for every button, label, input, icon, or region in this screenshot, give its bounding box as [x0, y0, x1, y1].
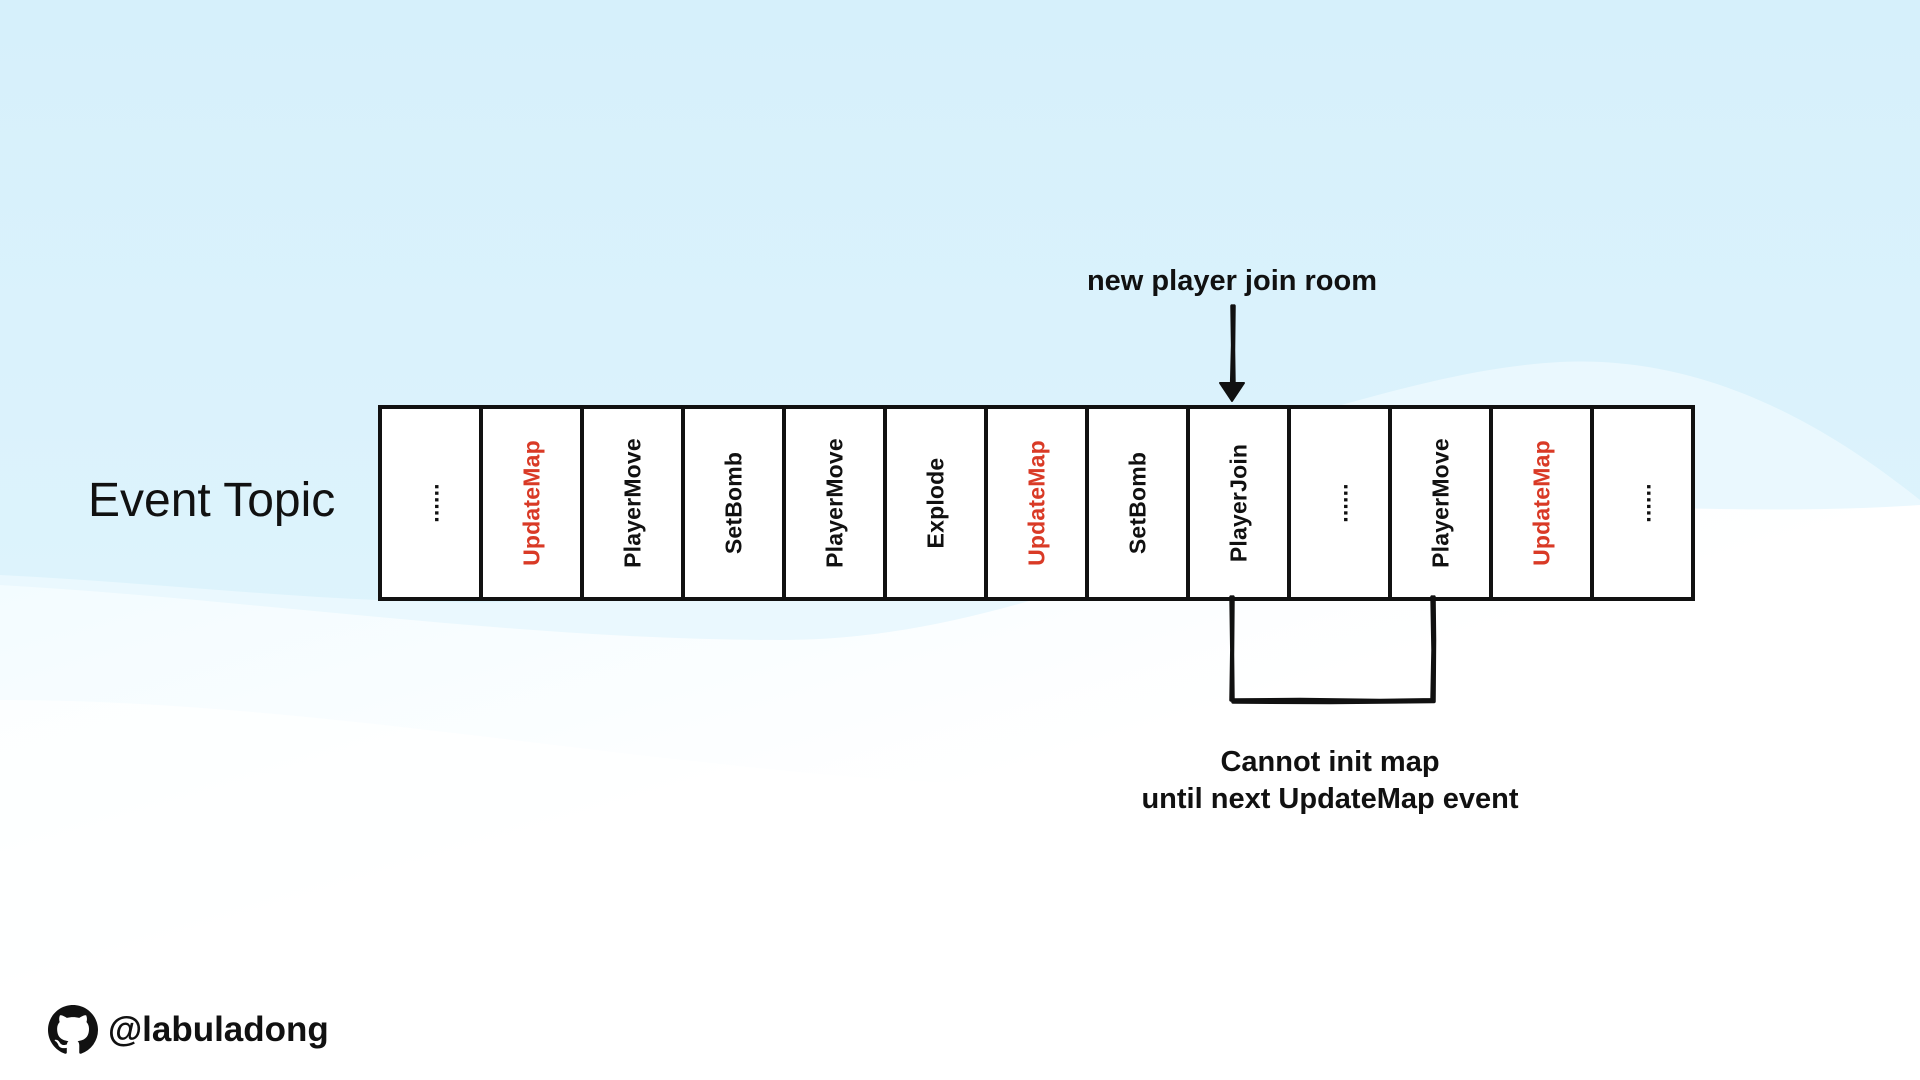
cell-label: Explode: [922, 457, 948, 549]
event-queue: ...... UpdateMap PlayerMove SetBomb Play…: [378, 405, 1695, 601]
queue-cell: UpdateMap: [483, 409, 584, 597]
author-credit: @labuladong: [48, 1005, 329, 1055]
queue-cell: PlayerMove: [584, 409, 685, 597]
cell-label: UpdateMap: [1023, 440, 1049, 566]
cell-label: UpdateMap: [518, 440, 544, 566]
cell-label: ......: [1629, 483, 1655, 523]
github-icon: [48, 1005, 98, 1054]
cell-label: PlayerMove: [1427, 438, 1453, 568]
queue-cell: ......: [1594, 409, 1691, 597]
queue-cell: UpdateMap: [1493, 409, 1594, 597]
cell-label: ......: [1326, 483, 1352, 523]
queue-cell: UpdateMap: [988, 409, 1089, 597]
author-handle: @labuladong: [108, 1010, 329, 1049]
cell-label: SetBomb: [1124, 451, 1150, 555]
queue-cell: PlayerJoin: [1190, 409, 1291, 597]
cell-label: UpdateMap: [1528, 440, 1554, 566]
queue-cell: Explode: [887, 409, 988, 597]
topic-label: Event Topic: [88, 474, 336, 527]
queue-cell: PlayerMove: [786, 409, 887, 597]
cell-label: SetBomb: [720, 451, 746, 555]
queue-cell: ......: [382, 409, 483, 597]
cell-label: ......: [417, 483, 443, 523]
wait-annotation: Cannot init map until next UpdateMap eve…: [1080, 744, 1580, 818]
cell-label: PlayerMove: [619, 438, 645, 568]
cell-label: PlayerJoin: [1225, 443, 1251, 563]
join-annotation: new player join room: [1086, 265, 1378, 297]
cell-label: PlayerMove: [821, 438, 847, 568]
queue-cell: PlayerMove: [1392, 409, 1493, 597]
queue-cell: SetBomb: [1089, 409, 1190, 597]
queue-cell: SetBomb: [685, 409, 786, 597]
wait-annotation-line-2: until next UpdateMap event: [1141, 783, 1519, 815]
wait-annotation-line-1: Cannot init map: [1220, 746, 1440, 778]
queue-cell: ......: [1291, 409, 1392, 597]
